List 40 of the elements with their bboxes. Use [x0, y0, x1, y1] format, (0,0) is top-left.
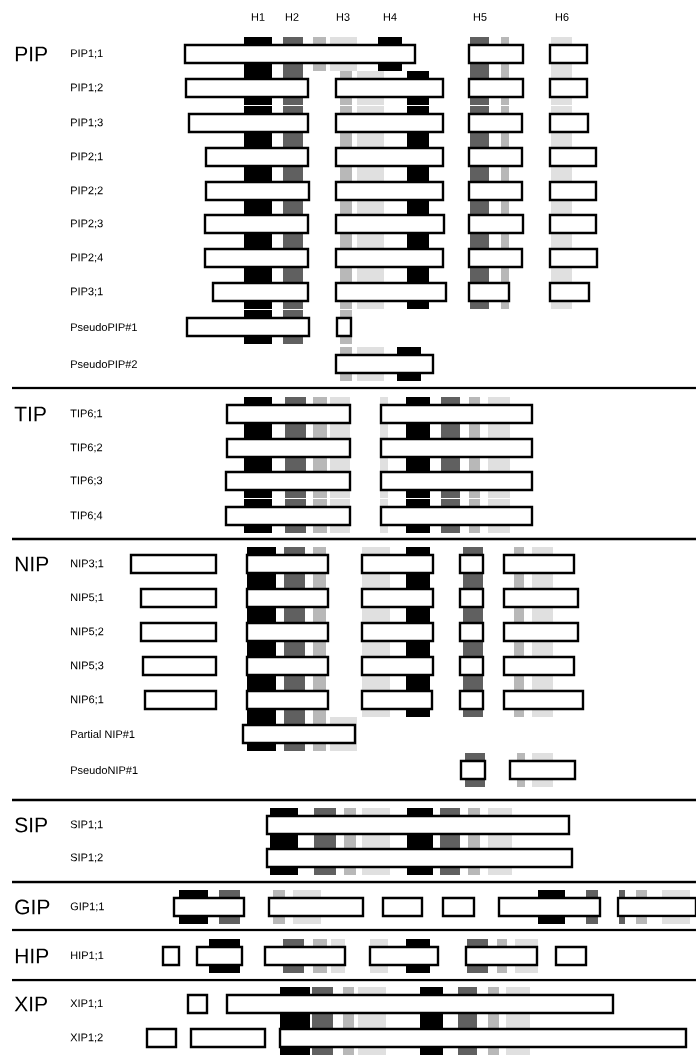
gene-label: PseudoNIP#1	[71, 765, 138, 775]
gene-label: PseudoPIP#1	[71, 323, 137, 332]
family-label: NIP	[15, 556, 49, 572]
helix-label: H5	[473, 13, 487, 21]
gene-label: PseudoPIP#2	[71, 359, 137, 369]
gene-label: NIP3;1	[71, 559, 104, 569]
gene-label: NIP5;1	[71, 593, 104, 603]
gene-label: TIP6;1	[70, 409, 103, 419]
gene-label: SIP1;1	[70, 820, 103, 830]
gene-label: GIP1;1	[70, 902, 104, 912]
gene-label: PIP2;1	[71, 152, 103, 162]
gene-label: Partial NIP#1	[71, 729, 135, 739]
gene-label: PIP1;3	[71, 118, 103, 128]
family-label: TIP	[14, 406, 46, 422]
gene-label: NIP5;2	[71, 627, 104, 637]
helix-label: H3	[336, 13, 350, 21]
helix-label: H4	[383, 13, 397, 21]
gene-label: XIP1;1	[70, 999, 103, 1009]
gene-label: PIP2;3	[71, 219, 103, 229]
family-label: PIP	[15, 46, 47, 62]
gene-label: SIP1;2	[70, 853, 103, 863]
helix-label: H1	[251, 13, 265, 21]
gene-label: PIP2;4	[71, 253, 103, 263]
family-label: SIP	[15, 817, 47, 833]
gene-label: TIP6;3	[70, 476, 103, 486]
helix-label: H2	[285, 13, 299, 21]
family-label: GIP	[15, 899, 50, 915]
helix-label: H6	[555, 13, 569, 21]
gene-label: NIP6;1	[71, 695, 104, 705]
gene-label: NIP5;3	[71, 661, 104, 671]
gene-label: TIP6;4	[70, 511, 103, 521]
gene-label: PIP2;2	[71, 186, 103, 196]
gene-label: XIP1;2	[70, 1033, 103, 1043]
family-label: HIP	[15, 948, 49, 964]
gene-label: PIP1;1	[71, 49, 103, 59]
family-label: XIP	[14, 996, 47, 1012]
gene-label: PIP1;2	[71, 83, 103, 93]
gene-label: HIP1;1	[71, 951, 104, 961]
gene-label: TIP6;2	[70, 443, 103, 453]
gene-label: PIP3;1	[71, 287, 103, 297]
